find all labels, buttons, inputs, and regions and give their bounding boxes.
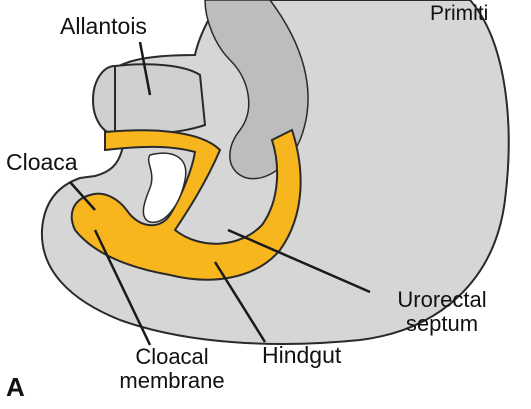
allantois-tube xyxy=(115,64,205,134)
label-cloacal-membrane: Cloacal membrane xyxy=(92,345,252,393)
label-urorectal-septum: Urorectal septum xyxy=(372,288,512,336)
label-urorectal-line1: Urorectal xyxy=(372,288,512,312)
label-hindgut: Hindgut xyxy=(262,343,341,367)
label-primitive: Primiti xyxy=(430,2,488,26)
label-cloaca: Cloaca xyxy=(6,150,78,174)
label-urorectal-line2: septum xyxy=(372,312,512,336)
label-cloacal-line1: Cloacal xyxy=(92,345,252,369)
label-cloacal-line2: membrane xyxy=(92,369,252,393)
label-allantois: Allantois xyxy=(60,14,147,38)
panel-letter: A xyxy=(6,372,25,403)
